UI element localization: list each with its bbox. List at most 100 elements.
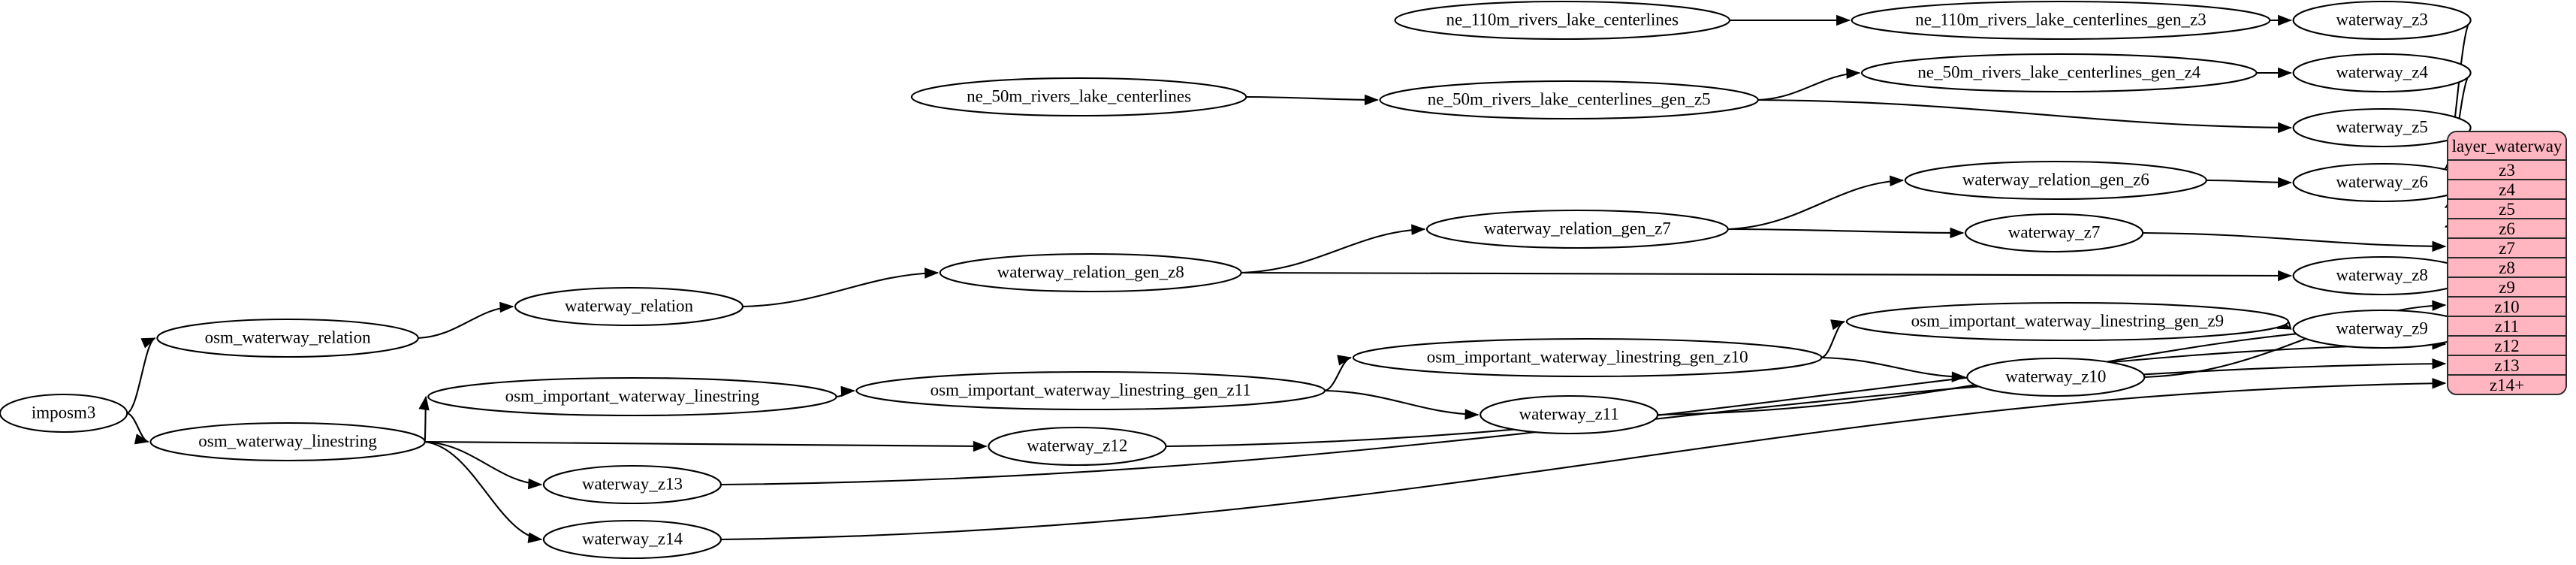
node-label: waterway_z12 (1027, 436, 1127, 455)
node-ne_110m_rivers_lake_centerlines[interactable]: ne_110m_rivers_lake_centerlines (1394, 0, 1731, 41)
node-osm_important_waterway_linestring_gen_z10[interactable]: osm_important_waterway_linestring_gen_z1… (1352, 337, 1823, 378)
node-shape (542, 519, 722, 560)
edge-ne_50m_rivers_lake_centerlines_gen_z5-to-waterway_z5 (1757, 98, 2291, 129)
node-label: osm_important_waterway_linestring_gen_z9 (1911, 311, 2224, 330)
node-shape (2292, 53, 2472, 93)
arrow-head (1890, 175, 1905, 186)
node-waterway_z6[interactable]: waterway_z6 (2292, 162, 2472, 203)
node-label: waterway_z6 (2336, 172, 2428, 191)
node-label: ne_50m_rivers_lake_centerlines_gen_z4 (1917, 62, 2200, 81)
edge-osm_waterway_linestring-to-waterway_z14 (424, 440, 542, 541)
arrow-head (140, 337, 156, 349)
arrow-head (527, 478, 543, 490)
edge-waterway_relation-to-waterway_relation_gen_z8 (742, 271, 938, 308)
node-shape (1851, 0, 2271, 41)
node-osm_important_waterway_linestring_gen_z9[interactable]: osm_important_waterway_linestring_gen_z9 (1845, 301, 2289, 342)
node-label: ne_110m_rivers_lake_centerlines (1446, 10, 1679, 29)
node-ne_50m_rivers_lake_centerlines[interactable]: ne_50m_rivers_lake_centerlines (910, 77, 1247, 117)
node-waterway_z3[interactable]: waterway_z3 (2292, 0, 2472, 41)
edge-osm_waterway_linestring-to-waterway_z12 (424, 440, 987, 448)
node-waterway_z8[interactable]: waterway_z8 (2292, 255, 2472, 296)
node-label: ne_50m_rivers_lake_centerlines (967, 86, 1191, 105)
arrow-head (1950, 227, 1965, 239)
node-shape (542, 464, 722, 505)
node-shape (1425, 209, 1729, 249)
table-row-z4[interactable]: z4 (2448, 179, 2565, 198)
node-label: osm_important_waterway_linestring_gen_z1… (931, 380, 1251, 399)
arrow-head (1364, 94, 1379, 106)
edge-osm_waterway_relation-to-waterway_relation (418, 305, 514, 340)
edge-waterway_relation_gen_z8-to-waterway_z8 (1241, 271, 2291, 277)
node-shape (1394, 0, 1731, 41)
node-label: waterway_z8 (2336, 265, 2428, 284)
edges-group (126, 14, 2472, 543)
node-ne_110m_rivers_lake_centerlines_gen_z3[interactable]: ne_110m_rivers_lake_centerlines_gen_z3 (1851, 0, 2271, 41)
node-shape (1845, 301, 2289, 342)
node-shape (1904, 160, 2207, 201)
node-waterway_z5[interactable]: waterway_z5 (2292, 107, 2472, 148)
node-waterway_relation_gen_z8[interactable]: waterway_relation_gen_z8 (939, 252, 1242, 293)
table-row-z5[interactable]: z5 (2448, 198, 2565, 218)
node-shape (149, 421, 426, 462)
node-label: osm_waterway_linestring (198, 431, 377, 450)
arrow-head (2278, 67, 2292, 79)
node-label: waterway_z4 (2336, 62, 2428, 81)
node-shape (1860, 53, 2258, 93)
node-label: waterway_z5 (2336, 117, 2428, 136)
arrow-head (499, 301, 514, 313)
node-shape (1379, 80, 1759, 120)
node-ne_50m_rivers_lake_centerlines_gen_z4[interactable]: ne_50m_rivers_lake_centerlines_gen_z4 (1860, 53, 2258, 93)
node-label: osm_important_waterway_linestring_gen_z1… (1427, 347, 1748, 366)
node-waterway_z14[interactable]: waterway_z14 (542, 519, 722, 560)
node-waterway_z9[interactable]: waterway_z9 (2292, 309, 2472, 349)
arrow-head (2432, 240, 2447, 252)
node-imposm3[interactable]: imposm3 (0, 393, 128, 434)
node-label: osm_important_waterway_linestring (505, 386, 760, 405)
table-row-z14plus[interactable]: z14+ (2448, 374, 2565, 394)
node-shape (427, 376, 837, 417)
node-waterway_z10[interactable]: waterway_z10 (1966, 357, 2146, 397)
arrow-head (134, 434, 149, 445)
node-label: waterway_z9 (2336, 319, 2428, 337)
table-row-z6[interactable]: z6 (2448, 218, 2565, 237)
node-shape (2292, 0, 2472, 41)
node-osm_important_waterway_linestring_gen_z11[interactable]: osm_important_waterway_linestring_gen_z1… (855, 370, 1326, 411)
node-label: waterway_relation (565, 296, 694, 315)
arrow-head (418, 395, 430, 411)
arrow-head (2278, 177, 2292, 189)
node-waterway_relation[interactable]: waterway_relation (514, 286, 744, 327)
table-row-z13[interactable]: z13 (2448, 355, 2565, 374)
edge-waterway_z7-to-layer_waterway-z7 (2143, 231, 2446, 248)
table-row-z9[interactable]: z9 (2448, 276, 2565, 296)
table-row-z8[interactable]: z8 (2448, 257, 2565, 276)
node-label: waterway_z10 (2005, 367, 2106, 385)
node-shape (1964, 213, 2144, 253)
arrow-head (2278, 270, 2292, 282)
nodes-group: imposm3 osm_waterway_relation osm_waterway… (0, 0, 2472, 560)
node-waterway_z7[interactable]: waterway_z7 (1964, 213, 2144, 253)
edge-imposm3-to-osm_waterway_relation (126, 337, 156, 414)
node-waterway_z4[interactable]: waterway_z4 (2292, 53, 2472, 93)
node-osm_important_waterway_linestring[interactable]: osm_important_waterway_linestring (427, 376, 837, 417)
table-row-z7[interactable]: z7 (2448, 237, 2565, 257)
node-waterway_relation_gen_z7[interactable]: waterway_relation_gen_z7 (1425, 209, 1729, 249)
node-label: imposm3 (32, 403, 96, 421)
node-shape (514, 286, 744, 327)
node-ne_50m_rivers_lake_centerlines_gen_z5[interactable]: ne_50m_rivers_lake_centerlines_gen_z5 (1379, 80, 1759, 120)
node-shape (939, 252, 1242, 293)
node-waterway_z11[interactable]: waterway_z11 (1480, 394, 1659, 435)
node-waterway_relation_gen_z6[interactable]: waterway_relation_gen_z6 (1904, 160, 2207, 201)
node-osm_waterway_linestring[interactable]: osm_waterway_linestring (149, 421, 426, 462)
edge-waterway_relation_gen_z8-to-waterway_relation_gen_z7 (1241, 228, 1425, 274)
node-waterway_z12[interactable]: waterway_z12 (988, 426, 1167, 467)
node-waterway_z13[interactable]: waterway_z13 (542, 464, 722, 505)
node-shape (1966, 357, 2146, 397)
table-row-z12[interactable]: z12 (2448, 335, 2565, 355)
table-row-z11[interactable]: z11 (2448, 316, 2565, 335)
node-osm_waterway_relation[interactable]: osm_waterway_relation (156, 318, 419, 358)
table-row-z3[interactable]: z3 (2448, 159, 2565, 179)
table-row-z10[interactable]: z10 (2448, 296, 2565, 316)
table-header: layer_waterway (2448, 132, 2565, 159)
